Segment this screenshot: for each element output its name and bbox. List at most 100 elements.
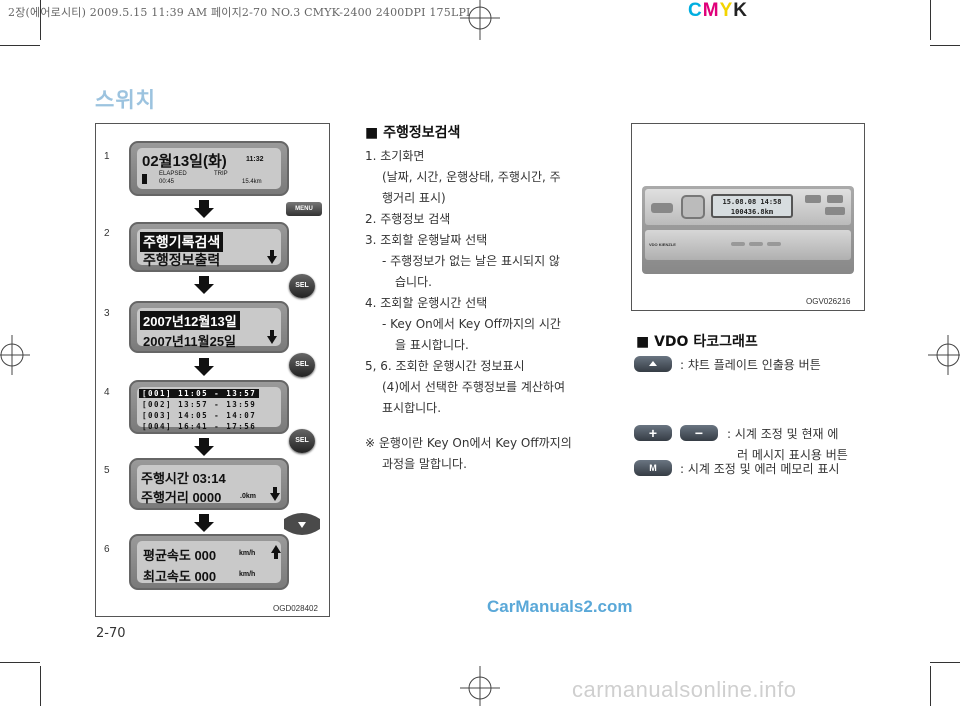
elapsed-value: 00:45 [159, 179, 175, 185]
crop-mark [930, 666, 931, 706]
trip-value: 15.4km [242, 179, 262, 185]
down-arrow-icon [194, 208, 214, 218]
registration-mark-top [460, 0, 500, 40]
chart-eject-button[interactable] [651, 203, 673, 213]
down-arrow-icon [199, 358, 209, 366]
driving-time: 주행시간 03:14 [141, 471, 226, 486]
knob-icon [681, 195, 705, 219]
step-number: 2 [104, 228, 110, 239]
step-number: 3 [104, 308, 110, 319]
vdo-heading: ■ VDO 타코그래프 [636, 334, 758, 350]
lcd-time: 11:32 [246, 156, 264, 163]
time-item: [004] 16:41 - 17:56 [142, 422, 257, 431]
text-line: (4)에서 선택한 주행정보를 계산하여 [382, 380, 566, 394]
tachograph-lower-panel: VDO KIENZLE [645, 230, 851, 260]
vdo-item-text: : 챠트 플레이트 인출용 버튼 [680, 358, 821, 372]
average-speed: 평균속도 000 [143, 548, 217, 563]
time-item-selected: [001] 11:05 - 13:57 [139, 389, 260, 398]
cmyk-mark: CMYK [688, 0, 748, 21]
time-item: [002] 13:57 - 13:59 [142, 400, 257, 409]
text-line: - 주행정보가 없는 날은 표시되지 않 [382, 254, 560, 268]
step-number: 6 [104, 544, 110, 555]
distance-unit: .0km [240, 493, 256, 500]
crop-mark [930, 0, 931, 40]
crop-mark [40, 666, 41, 706]
trip-label: TRIP [214, 171, 228, 177]
crop-mark [930, 662, 960, 663]
text-line: 5, 6. 조회한 운행시간 정보표시 [365, 359, 525, 373]
registration-mark-left [0, 335, 30, 375]
step-number: 1 [104, 151, 110, 162]
down-arrow-icon [194, 366, 214, 376]
crop-mark [40, 0, 41, 40]
crop-mark [0, 662, 40, 663]
section-title: 스위치 [95, 88, 156, 112]
menu-item: 주행정보출력 [143, 252, 221, 268]
display-datetime: 15.08.08 14:58 [722, 198, 782, 206]
eject-icon [649, 361, 657, 366]
down-arrow-icon [199, 514, 209, 522]
down-arrow-icon [267, 336, 277, 344]
down-arrow-icon [270, 250, 274, 256]
lcd-screen-driving-info: 주행시간 03:14 주행거리 0000 .0km [129, 458, 289, 510]
text-line: 2. 주행정보 검색 [365, 212, 451, 226]
minus-key[interactable]: − [680, 425, 718, 441]
lcd-screen-menu: 주행기록검색 주행정보출력 [129, 222, 289, 272]
down-arrow-icon [199, 200, 209, 208]
watermark: CarManuals2.com [487, 597, 633, 616]
tachograph-panel: 15.08.08 14:58 100436.8km [645, 189, 851, 225]
sel-button[interactable]: SEL [289, 353, 315, 377]
lcd-screen-time-list: [001] 11:05 - 13:57 [002] 13:57 - 13:59 … [129, 380, 289, 434]
lcd-screen-speed-info: 평균속도 000 km/h 최고속도 000 km/h [129, 534, 289, 590]
step-number: 4 [104, 387, 110, 398]
text-line: 행거리 표시) [382, 191, 446, 205]
lcd-screen-date: 2007년12월13일 2007년11월25일 [129, 301, 289, 353]
minus-button[interactable] [827, 195, 843, 203]
footer-watermark: carmanualsonline.info [572, 677, 797, 702]
page-number: 2-70 [96, 626, 126, 641]
crop-mark [930, 45, 960, 46]
scroll-down-button[interactable] [282, 511, 322, 537]
vdo-item-text: : 시계 조정 및 에러 메모리 표시 [680, 462, 840, 476]
print-header: 2장(에어로시티) 2009.5.15 11:39 AM 페이지2-70 NO.… [8, 6, 471, 19]
crop-mark [0, 45, 40, 46]
switch-figure: 1 2 3 4 5 6 02월13일(화) 11:32 ELAPSED TRIP… [95, 123, 330, 617]
slot [731, 242, 745, 246]
down-arrow-icon [199, 276, 209, 284]
slot [749, 242, 763, 246]
lcd-screen-initial: 02월13일(화) 11:32 ELAPSED TRIP 00:45 15.4k… [129, 141, 289, 196]
plus-key[interactable]: + [634, 425, 672, 441]
registration-mark-bottom [460, 666, 500, 706]
down-arrow-icon [194, 522, 214, 532]
m-button[interactable] [825, 207, 845, 215]
up-arrow-icon [271, 545, 281, 553]
menu-item-selected: 주행기록검색 [140, 232, 224, 252]
time-item: [003] 14:05 - 14:07 [142, 411, 257, 420]
text-line: 을 표시합니다. [395, 338, 469, 352]
down-arrow-icon [270, 493, 280, 501]
down-arrow-icon [273, 487, 277, 493]
note-line: 과정을 말합니다. [382, 457, 467, 471]
text-line: 표시합니다. [382, 401, 442, 415]
sel-button[interactable]: SEL [289, 274, 315, 298]
elapsed-label: ELAPSED [159, 171, 187, 177]
down-arrow-icon [270, 330, 274, 336]
text-line: 4. 조회할 운행시간 선택 [365, 296, 488, 310]
menu-button[interactable]: MENU [286, 202, 322, 216]
text-line: (날짜, 시간, 운행상태, 주행시간, 주 [382, 170, 561, 184]
down-arrow-icon [194, 446, 214, 456]
text-line: - Key On에서 Key Off까지의 시간 [382, 317, 561, 331]
step-number: 5 [104, 465, 110, 476]
down-arrow-icon [267, 256, 277, 264]
m-key[interactable]: M [634, 460, 672, 476]
battery-icon [142, 174, 147, 184]
driving-info-heading: ■ 주행정보검색 [365, 125, 461, 141]
sel-button[interactable]: SEL [289, 429, 315, 453]
slot [767, 242, 781, 246]
plus-button[interactable] [805, 195, 821, 203]
chart-eject-key[interactable] [634, 356, 672, 372]
note-line: ※ 운행이란 Key On에서 Key Off까지의 [365, 436, 572, 450]
brand-label: VDO KIENZLE [649, 242, 676, 247]
date-selected: 2007년12월13일 [140, 311, 240, 330]
figure-code: OGD028402 [273, 604, 318, 613]
